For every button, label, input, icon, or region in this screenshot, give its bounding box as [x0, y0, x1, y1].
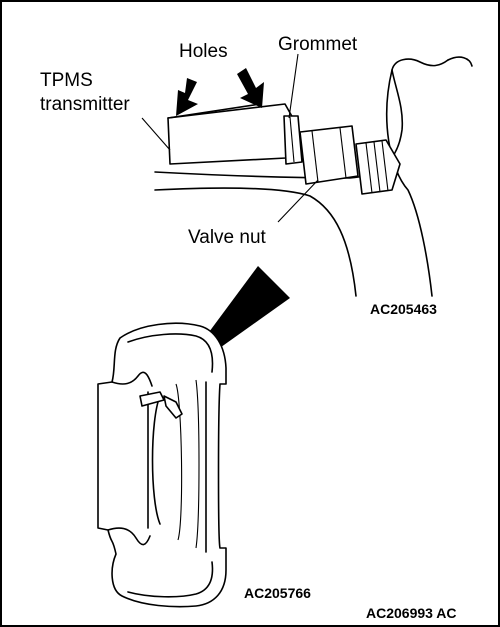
grommet [283, 115, 303, 165]
tpms-transmitter-body [167, 103, 295, 165]
wheel-inner-top [127, 333, 214, 373]
wheel-outer-profile [97, 322, 227, 608]
rim-flange-inner [154, 187, 357, 297]
detail-view [141, 53, 473, 297]
tpms-label-line1: TPMS [40, 70, 93, 91]
wheel-valve-stem [163, 395, 183, 419]
valve-nut [299, 125, 359, 185]
tpms-label-line2: transmitter [40, 94, 130, 115]
rim-flange-tip [447, 56, 473, 67]
valve-stem [355, 139, 401, 195]
wheel-bead-left-bottom [107, 527, 151, 546]
transmitter-top-face [167, 103, 261, 119]
tpms-leader [141, 117, 171, 151]
rim-flange [154, 58, 449, 179]
grommet-leader [288, 53, 299, 119]
wheel-figure-code: AC205766 [244, 585, 311, 601]
valve-nut-label: Valve nut [188, 227, 267, 248]
detail-figure-code: AC205463 [370, 301, 437, 317]
holes-arrow-left [176, 78, 198, 116]
wheel-bead-left-top [111, 371, 153, 387]
holes-arrow-right [237, 68, 264, 108]
wheel-cross-section [97, 322, 227, 608]
grommet-label: Grommet [278, 34, 358, 55]
rim-well-line [386, 69, 433, 297]
wheel-disc [151, 395, 161, 525]
overall-figure-code: AC206993 AC [366, 605, 457, 621]
holes-label: Holes [179, 41, 228, 62]
wheel-inner-bottom [127, 561, 214, 598]
valve-nut-leader [277, 179, 319, 223]
